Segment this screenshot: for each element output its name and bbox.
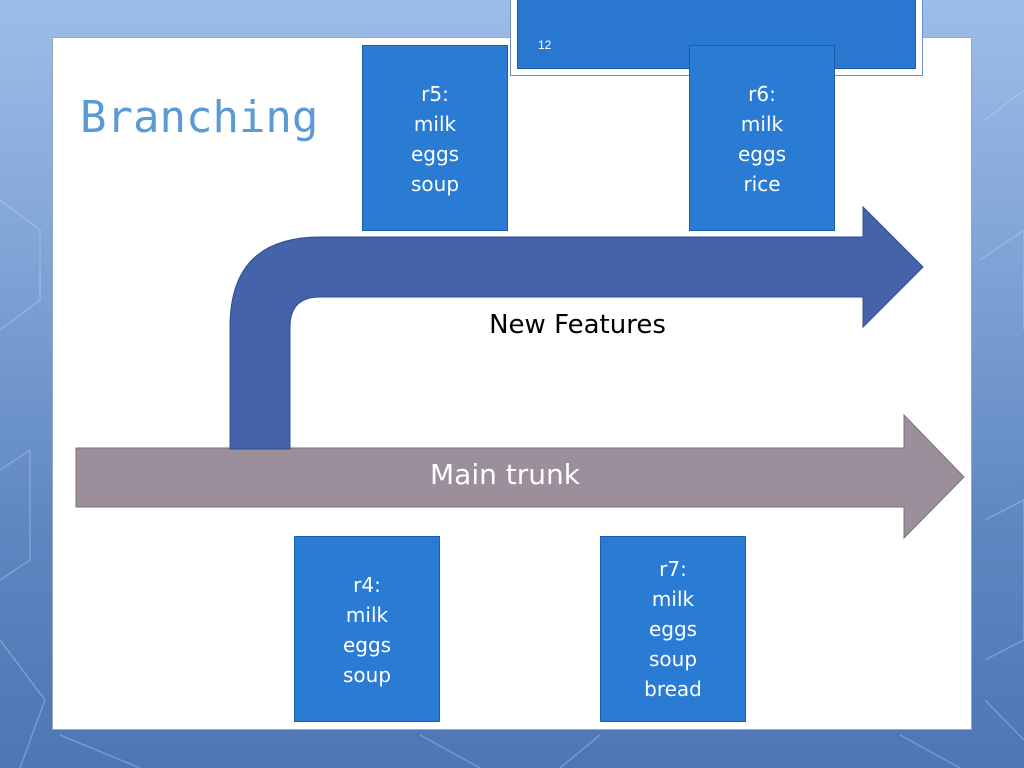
revision-r5-box: r5: milk eggs soup [362, 45, 508, 231]
new-features-branch-arrow [229, 205, 924, 450]
revision-r4-heading: r4: [353, 573, 381, 597]
revision-r7-item: bread [644, 677, 702, 701]
revision-r7-item: milk [651, 587, 695, 611]
new-features-label: New Features [489, 310, 666, 340]
revision-r5-item: milk [413, 112, 457, 136]
revision-r6-item: eggs [737, 142, 787, 166]
revision-r6-item: rice [743, 172, 781, 196]
main-trunk-label: Main trunk [430, 458, 580, 491]
slide-title: Branching [80, 92, 319, 143]
revision-r4-item: soup [342, 663, 392, 687]
page-number: 12 [538, 38, 552, 52]
revision-r5-heading: r5: [421, 82, 449, 106]
revision-r7-item: eggs [648, 617, 698, 641]
revision-r6-heading: r6: [748, 82, 776, 106]
revision-r4-item: milk [345, 603, 389, 627]
revision-r5-item: eggs [410, 142, 460, 166]
revision-r5-item: soup [410, 172, 460, 196]
main-trunk-arrow [75, 413, 965, 540]
revision-r4-item: eggs [342, 633, 392, 657]
revision-r7-heading: r7: [659, 557, 687, 581]
revision-r6-box: r6: milk eggs rice [689, 45, 835, 231]
revision-r7-item: soup [648, 647, 698, 671]
revision-r7-box: r7: milk eggs soup bread [600, 536, 746, 722]
revision-r6-item: milk [740, 112, 784, 136]
revision-r4-box: r4: milk eggs soup [294, 536, 440, 722]
